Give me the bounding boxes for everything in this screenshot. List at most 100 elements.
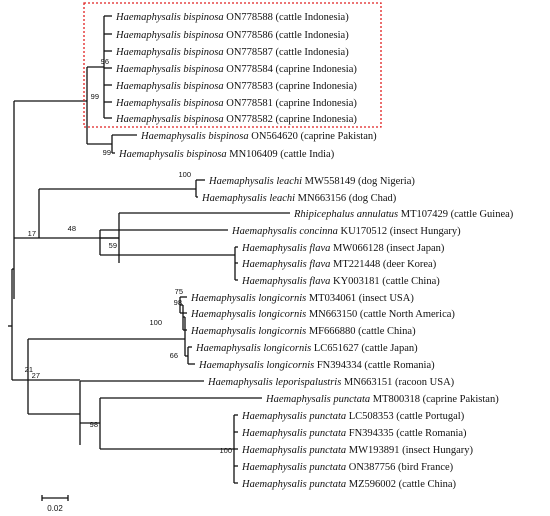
tip-accession: MN663156 (dog Chad) [295,193,397,204]
tip-label: Haemaphysalis bispinosa ON778586 (cattle… [115,30,349,41]
tip-accession: ON778588 (cattle Indonesia) [224,12,350,23]
tip-accession: MW066128 (insect Japan) [330,243,445,254]
tip-species: Haemaphysalis punctata [265,394,370,405]
tip-species: Haemaphysalis bispinosa [115,30,224,41]
tip-accession: MF666880 (cattle China) [306,326,416,337]
tip-label: Haemaphysalis bispinosa ON778581 (caprin… [115,98,357,109]
tip-label: Haemaphysalis punctata LC508353 (cattle … [241,411,465,422]
bootstrap-value: 59 [109,241,117,250]
tip-species: Haemaphysalis longicornis [195,343,311,354]
tip-accession: MN106409 (cattle India) [227,149,335,160]
tip-label: Haemaphysalis bispinosa ON778587 (cattle… [115,47,349,58]
tip-species: Haemaphysalis bispinosa [115,114,224,125]
tip-label: Haemaphysalis longicornis MN663150 (catt… [190,309,455,320]
tip-species: Haemaphysalis punctata [241,479,346,490]
tip-species: Haemaphysalis longicornis [198,360,314,371]
tip-species: Haemaphysalis leachi [208,176,302,187]
tip-label: Haemaphysalis flava KY003181 (cattle Chi… [241,276,440,287]
tip-accession: FN394335 (cattle Romania) [346,428,467,439]
tip-species: Haemaphysalis flava [241,243,330,254]
tip-species: Haemaphysalis punctata [241,428,346,439]
tip-species: Haemaphysalis bispinosa [115,81,224,92]
tip-species: Haemaphysalis longicornis [190,309,306,320]
tip-accession: MN663151 (racoon USA) [341,377,454,388]
tip-label: Haemaphysalis punctata MZ596002 (cattle … [241,479,457,490]
tip-accession: LC651627 (cattle Japan) [311,343,418,354]
tip-species: Haemaphysalis punctata [241,411,346,422]
tip-label: Haemaphysalis longicornis MF666880 (catt… [190,326,416,337]
tip-label: Haemaphysalis punctata FN394335 (cattle … [241,428,467,439]
scale-bar-label: 0.02 [47,504,63,513]
tip-accession: ON778582 (caprine Indonesia) [224,114,358,125]
tip-accession: MT034061 (insect USA) [306,293,414,304]
tip-accession: MZ596002 (cattle China) [346,479,456,490]
tip-accession: ON778586 (cattle Indonesia) [224,30,350,41]
tip-species: Haemaphysalis bispinosa [115,64,224,75]
bootstrap-value: 99 [91,92,99,101]
tip-species: Haemaphysalis bispinosa [118,149,227,160]
tip-species: Haemaphysalis longicornis [190,326,306,337]
tip-label: Haemaphysalis longicornis LC651627 (catt… [195,343,418,354]
tip-species: Haemaphysalis bispinosa [115,98,224,109]
bootstrap-value: 100 [178,170,191,179]
tip-label: Haemaphysalis flava MT221448 (deer Korea… [241,259,437,270]
tip-label: Haemaphysalis concinna KU170512 (insect … [231,226,461,237]
tip-accession: LC508353 (cattle Portugal) [346,411,465,422]
bootstrap-value: 66 [170,351,178,360]
tip-accession: ON387756 (bird France) [346,462,454,473]
highlight-box [83,2,382,128]
tip-label: Haemaphysalis punctata MT800318 (caprine… [265,394,499,405]
tip-label: Haemaphysalis bispinosa ON778583 (caprin… [115,81,357,92]
tip-label: Haemaphysalis longicornis MT034061 (inse… [190,293,414,304]
tip-accession: MW193891 (insect Hungary) [346,445,473,456]
bootstrap-value: 21 [25,365,33,374]
tip-species: Haemaphysalis bispinosa [140,131,249,142]
tip-labels: Haemaphysalis bispinosa ON778588 (cattle… [115,12,514,490]
tip-label: Haemaphysalis leporispalustris MN663151 … [207,377,455,388]
tip-accession: ON778584 (caprine Indonesia) [224,64,358,75]
tip-species: Haemaphysalis bispinosa [115,47,224,58]
tip-label: Haemaphysalis bispinosa ON778588 (cattle… [115,12,349,23]
tip-label: Haemaphysalis leachi MW558149 (dog Niger… [208,176,415,187]
tip-species: Haemaphysalis punctata [241,462,346,473]
tip-accession: KY003181 (cattle China) [330,276,440,287]
tip-species: Haemaphysalis flava [241,259,330,270]
tip-accession: ON564620 (caprine Pakistan) [249,131,378,142]
tip-species: Haemaphysalis flava [241,276,330,287]
bootstrap-value: 27 [32,371,40,380]
tip-species: Haemaphysalis punctata [241,445,346,456]
tip-species: Rhipicephalus annulatus [293,209,398,220]
tip-species: Haemaphysalis leachi [201,193,295,204]
bootstrap-value: 99 [103,148,111,157]
tip-label: Haemaphysalis flava MW066128 (insect Jap… [241,243,445,254]
tip-label: Haemaphysalis punctata ON387756 (bird Fr… [241,462,454,473]
tip-accession: ON778587 (cattle Indonesia) [224,47,350,58]
tip-accession: MT107429 (cattle Guinea) [398,209,514,220]
tip-accession: MW558149 (dog Nigeria) [302,176,415,187]
bootstrap-value: 100 [219,446,232,455]
tip-label: Haemaphysalis bispinosa ON564620 (caprin… [140,131,377,142]
tip-species: Haemaphysalis leporispalustris [207,377,341,388]
tip-species: Haemaphysalis concinna [231,226,338,237]
bootstrap-value: 75 [175,287,183,296]
tip-accession: MT221448 (deer Korea) [330,259,436,270]
bootstrap-value: 96 [101,57,109,66]
tip-label: Haemaphysalis longicornis FN394334 (catt… [198,360,435,371]
bootstrap-value: 98 [90,420,98,429]
tip-accession: MN663150 (cattle North America) [306,309,455,320]
scale-bar: 0.02 [41,495,69,513]
tip-label: Rhipicephalus annulatus MT107429 (cattle… [293,209,514,220]
highlight-layer [83,2,382,128]
bootstrap-value: 48 [68,224,76,233]
tip-accession: MT800318 (caprine Pakistan) [370,394,499,405]
tip-label: Haemaphysalis bispinosa ON778584 (caprin… [115,64,357,75]
tip-species: Haemaphysalis longicornis [190,293,306,304]
tree-branches [8,15,290,484]
bootstrap-value: 98 [174,298,182,307]
tip-label: Haemaphysalis bispinosa ON778582 (caprin… [115,114,357,125]
tip-accession: FN394334 (cattle Romania) [314,360,435,371]
tip-label: Haemaphysalis bispinosa MN106409 (cattle… [118,149,335,160]
tip-label: Haemaphysalis punctata MW193891 (insect … [241,445,473,456]
